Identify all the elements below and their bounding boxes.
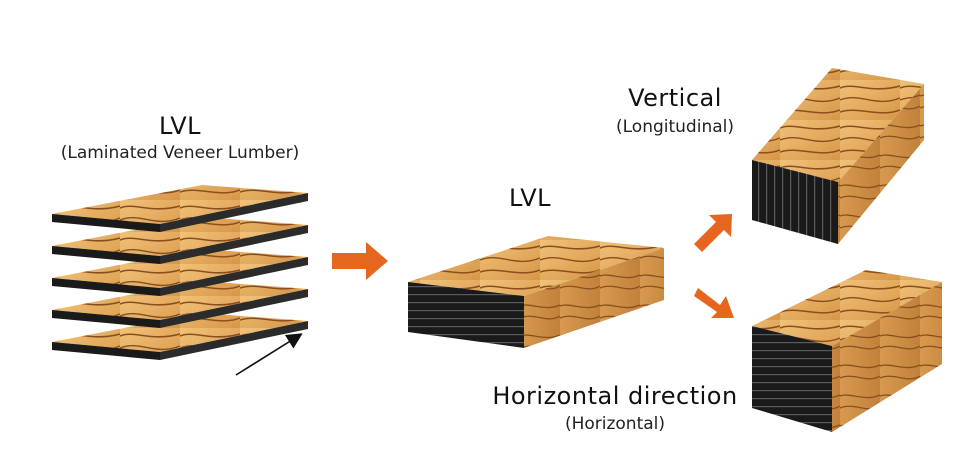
veneer-sheet-top (52, 185, 308, 232)
lvl-block (408, 236, 664, 348)
process-arrow-icon (332, 242, 388, 280)
vertical-title: Vertical (628, 84, 722, 112)
middle-title: LVL (508, 184, 552, 212)
veneer-sheet (52, 217, 308, 264)
vertical-subtitle: (Longitudinal) (616, 117, 734, 137)
horizontal-arrow-icon (694, 288, 734, 318)
horizontal-block (752, 270, 942, 432)
horizontal-title: Horizontal direction (492, 382, 738, 410)
left-subtitle: (Laminated Veneer Lumber) (60, 143, 300, 163)
veneer-sheet (52, 313, 308, 360)
veneer-sheet (52, 281, 308, 328)
left-title: LVL (158, 112, 202, 140)
veneer-stack (52, 185, 308, 376)
vertical-block (752, 68, 924, 244)
veneer-sheet (52, 249, 308, 296)
horizontal-subtitle: (Horizontal) (564, 414, 666, 434)
grain-direction-arrow (235, 333, 303, 376)
vertical-arrow-icon (694, 214, 732, 252)
